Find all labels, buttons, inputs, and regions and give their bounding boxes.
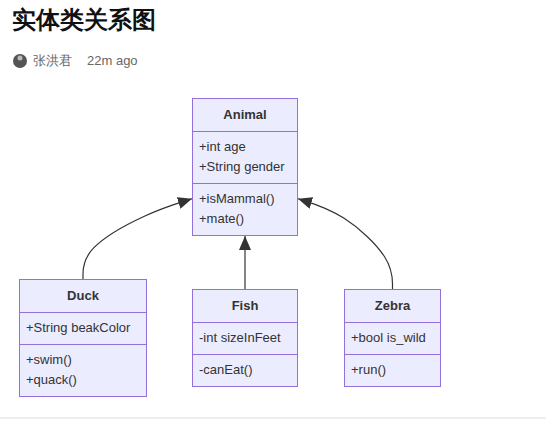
author-avatar xyxy=(13,54,27,68)
attribute-compartment: +String beakColor xyxy=(20,312,146,344)
class-name: Zebra xyxy=(349,296,436,316)
class-name: Animal xyxy=(197,105,293,125)
class-header: Fish xyxy=(193,290,297,322)
method-compartment: +swim()+quack() xyxy=(20,344,146,396)
class-method: +run() xyxy=(351,360,434,380)
class-attribute: +int age xyxy=(199,137,291,157)
class-attribute: +String gender xyxy=(199,157,291,177)
author-name: 张洪君 xyxy=(33,53,72,69)
attribute-compartment: +bool is_wild xyxy=(345,322,440,354)
page-rule xyxy=(0,418,546,419)
class-box: Zebra +bool is_wild +run() xyxy=(344,289,441,387)
inheritance-arrow xyxy=(83,199,192,279)
class-method: +mate() xyxy=(199,209,291,229)
class-box: Animal+int age+String gender+isMammal()+… xyxy=(192,98,298,236)
post-time: 22m ago xyxy=(87,53,138,69)
class-attribute: +bool is_wild xyxy=(351,328,434,348)
class-method: +isMammal() xyxy=(199,189,291,209)
inheritance-arrow xyxy=(244,236,245,289)
class-header: Duck xyxy=(20,280,146,312)
method-compartment: -canEat() xyxy=(193,354,297,386)
attribute-compartment: +int age+String gender xyxy=(193,131,297,183)
class-attribute: -int sizeInFeet xyxy=(199,328,291,348)
method-compartment: +isMammal()+mate() xyxy=(193,183,297,235)
author-avatar-head xyxy=(18,56,23,61)
class-name: Duck xyxy=(24,286,142,306)
attribute-compartment: -int sizeInFeet xyxy=(193,322,297,354)
class-box: Fish -int sizeInFeet -canEat() xyxy=(192,289,298,387)
class-box: Duck +String beakColor +swim()+quack() xyxy=(19,279,147,397)
class-name: Fish xyxy=(197,296,293,316)
inheritance-arrow xyxy=(298,199,393,289)
method-compartment: +run() xyxy=(345,354,440,386)
class-header: Zebra xyxy=(345,290,440,322)
class-attribute: +String beakColor xyxy=(26,318,140,338)
class-header: Animal xyxy=(193,99,297,131)
class-method: +quack() xyxy=(26,370,140,390)
class-method: -canEat() xyxy=(199,360,291,380)
class-method: +swim() xyxy=(26,350,140,370)
page-title: 实体类关系图 xyxy=(12,4,156,36)
